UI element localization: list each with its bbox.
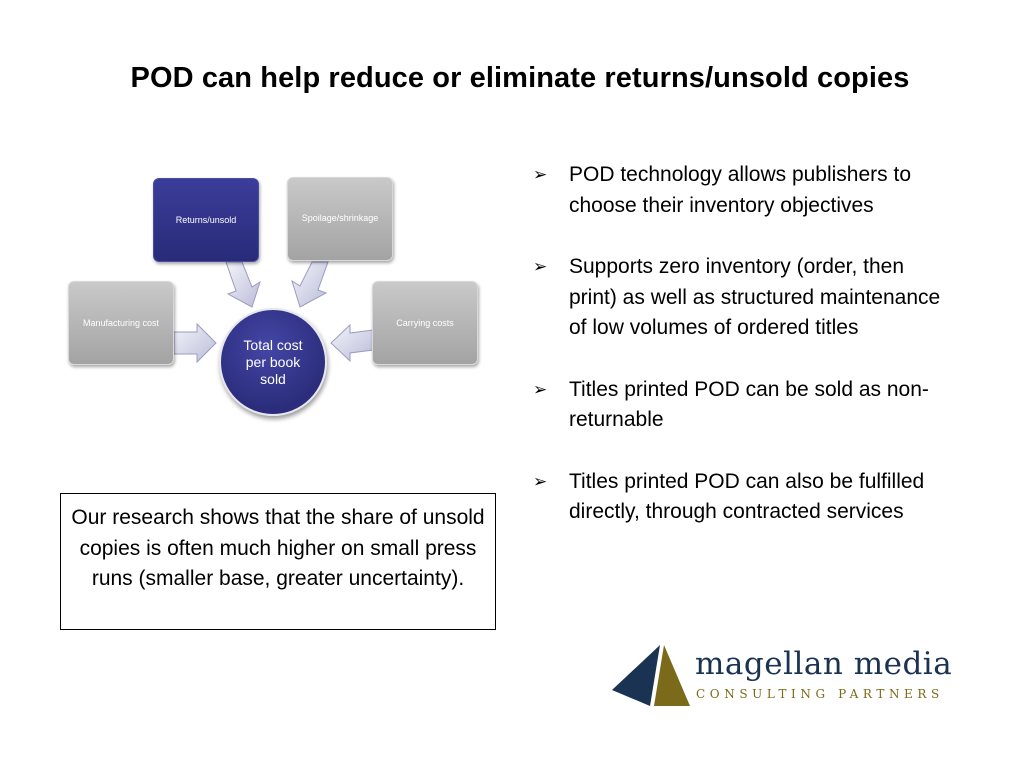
carrying-costs-label: Carrying costs (396, 318, 454, 328)
arrow-spoilage (291, 261, 329, 308)
bullet-item: ➢ Titles printed POD can also be fulfill… (533, 467, 943, 528)
total-cost-line-1: Total cost (243, 337, 303, 353)
arrow-bullet-icon: ➢ (533, 471, 548, 491)
arrow-manufacturing (173, 322, 217, 364)
bullet-text: Titles printed POD can also be fulfilled… (569, 469, 925, 524)
spoilage-shrinkage-label: Spoilage/shrinkage (301, 213, 379, 223)
arrow-bullet-icon: ➢ (533, 257, 548, 276)
bullet-item: ➢ Titles printed POD can be sold as non-… (533, 375, 943, 436)
spoilage-shrinkage-box: Spoilage/shrinkage (287, 177, 393, 261)
arrow-carrying (330, 323, 374, 363)
bullet-item: ➢ Supports zero inventory (order, then p… (533, 252, 943, 344)
total-cost-line-2: per book (245, 354, 301, 370)
arrow-returns (225, 261, 261, 308)
arrow-bullet-icon: ➢ (533, 379, 548, 399)
bullet-item: ➢ POD technology allows publishers to ch… (533, 160, 943, 221)
manufacturing-cost-box: Manufacturing cost (68, 281, 174, 365)
bullet-text: POD technology allows publishers to choo… (569, 163, 912, 217)
bullet-list: ➢ POD technology allows publishers to ch… (533, 160, 943, 559)
slide-title: POD can help reduce or eliminate returns… (130, 62, 910, 94)
logo-mark-icon (612, 645, 690, 706)
logo-name: magellan media (695, 646, 953, 682)
returns-unsold-label: Returns/unsold (175, 215, 237, 225)
bullet-text: Supports zero inventory (order, then pri… (569, 255, 941, 339)
logo-tagline: CONSULTING PARTNERS (696, 687, 944, 701)
manufacturing-cost-label: Manufacturing cost (82, 318, 160, 328)
total-cost-circle: Total cost per book sold (219, 308, 327, 416)
total-cost-line-3: sold (260, 371, 286, 387)
research-note-box: Our research shows that the share of uns… (60, 493, 496, 630)
carrying-costs-box: Carrying costs (372, 281, 478, 365)
company-logo: magellan media CONSULTING PARTNERS (610, 640, 955, 710)
returns-unsold-box: Returns/unsold (153, 178, 259, 262)
bullet-text: Titles printed POD can be sold as non-re… (569, 377, 929, 432)
arrow-bullet-icon: ➢ (533, 165, 548, 184)
